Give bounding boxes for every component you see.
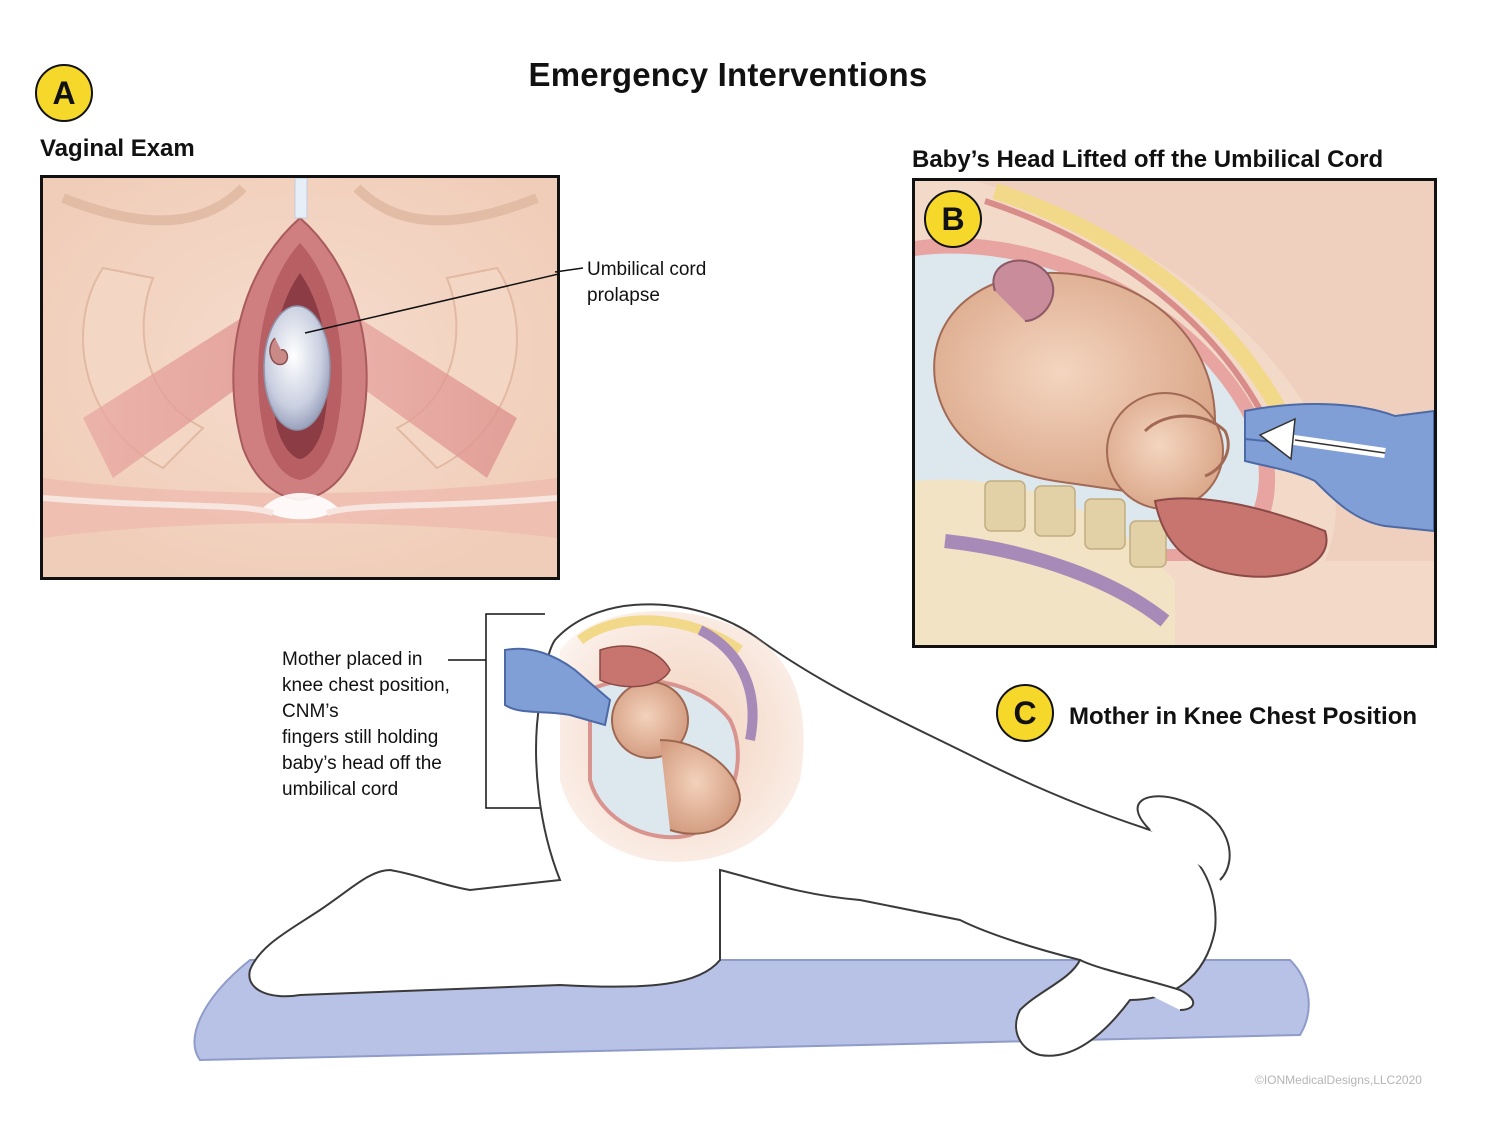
- figure-title: Emergency Interventions: [528, 56, 928, 93]
- label-line-4: fingers still holding: [282, 727, 439, 748]
- badge-b: B: [924, 190, 982, 248]
- panel-a-heading: Vaginal Exam: [40, 135, 195, 162]
- badge-a: A: [35, 64, 93, 122]
- panel-a-leader-line: [555, 267, 584, 273]
- label-line-1: Umbilical cord: [587, 259, 707, 280]
- vaginal-exam-illustration: [40, 175, 560, 580]
- knee-chest-illustration: [193, 603, 1310, 1062]
- panel-c-heading: Mother in Knee Chest Position: [1069, 703, 1418, 730]
- panel-b-heading: Baby’s Head Lifted off the Umbilical Cor…: [912, 146, 1384, 173]
- vaginal-exam-drawing: [43, 178, 557, 577]
- label-line-6: umbilical cord: [282, 779, 399, 800]
- label-line-2: knee chest position,: [282, 675, 450, 696]
- copyright-notice: ©IONMedicalDesigns,LLC2020: [1255, 1073, 1422, 1087]
- knee-chest-position-label: Mother placed in knee chest position, CN…: [282, 647, 450, 803]
- label-line-2: prolapse: [587, 285, 660, 306]
- label-line-3: CNM’s: [282, 701, 339, 722]
- head-lifted-illustration: [912, 178, 1437, 648]
- label-bracket: [448, 613, 545, 809]
- label-line-1: Mother placed in: [282, 649, 423, 670]
- gloved-hand: [504, 647, 612, 727]
- badge-c: C: [996, 684, 1054, 742]
- label-line-5: baby’s head off the: [282, 753, 442, 774]
- head-lifted-drawing: [915, 181, 1434, 645]
- umbilical-cord-prolapse-label: Umbilical cord prolapse: [587, 257, 706, 309]
